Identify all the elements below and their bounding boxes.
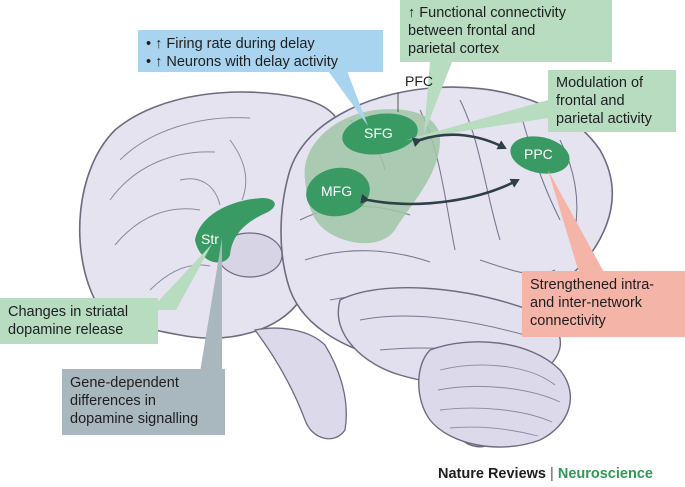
mfg-region bbox=[306, 167, 370, 217]
network-line-1: Strengthened intra- bbox=[530, 277, 655, 293]
cerebellum bbox=[418, 341, 571, 448]
functional-line-2: between frontal and bbox=[408, 23, 536, 39]
functional-line-1: ↑ Functional connectivity bbox=[408, 5, 566, 21]
mfg-label: MFG bbox=[321, 183, 353, 199]
striatal-line-1: Changes in striatal bbox=[8, 304, 129, 320]
cerebellar-folia bbox=[437, 364, 561, 437]
gene-line-3: dopamine signalling bbox=[70, 411, 199, 427]
functional-pointer bbox=[424, 62, 452, 134]
journal-separator: | bbox=[550, 466, 554, 482]
ppc-region bbox=[510, 136, 570, 174]
sfg-region bbox=[342, 113, 418, 155]
striatal-line-2: dopamine release bbox=[8, 322, 124, 338]
functional-line-3: parietal cortex bbox=[408, 41, 500, 57]
modulation-line-1: Modulation of bbox=[556, 75, 644, 91]
sfg-ppc-arrow bbox=[411, 133, 507, 150]
network-callout: Strengthened intra- and inter-network co… bbox=[522, 271, 685, 337]
modulation-line-3: parietal activity bbox=[556, 111, 652, 127]
gene-pointer bbox=[200, 238, 222, 372]
gene-callout: Gene-dependent differences in dopamine s… bbox=[62, 369, 225, 435]
firing-rate-callout: • ↑ Firing rate during delay • ↑ Neurons… bbox=[138, 30, 383, 72]
network-pointer bbox=[548, 170, 606, 276]
striatal-pointer bbox=[150, 244, 212, 310]
brainstem bbox=[253, 327, 347, 440]
pfc-label: PFC bbox=[405, 73, 433, 89]
gene-line-2: differences in bbox=[70, 393, 156, 409]
ppc-label: PPC bbox=[524, 146, 553, 162]
gene-line-1: Gene-dependent bbox=[70, 375, 179, 391]
firing-line-1: • ↑ Firing rate during delay bbox=[146, 36, 315, 52]
striatal-callout: Changes in striatal dopamine release bbox=[0, 298, 158, 344]
journal-subject: Neuroscience bbox=[557, 466, 653, 482]
sfg-label: SFG bbox=[364, 125, 393, 141]
mfg-ppc-arrow bbox=[360, 178, 520, 206]
journal-name: Nature Reviews bbox=[438, 466, 546, 482]
str-label: Str bbox=[201, 231, 219, 247]
medial-gyri bbox=[109, 117, 251, 291]
modulation-pointer bbox=[406, 100, 548, 140]
firing-line-2: • ↑ Neurons with delay activity bbox=[146, 54, 339, 70]
striatum-region bbox=[195, 198, 275, 263]
network-line-2: and inter-network bbox=[530, 295, 643, 311]
modulation-callout: Modulation of frontal and parietal activ… bbox=[548, 70, 676, 132]
journal-credit: Nature Reviews | Neuroscience bbox=[438, 466, 653, 482]
network-line-3: connectivity bbox=[530, 313, 606, 329]
firing-pointer bbox=[326, 68, 368, 126]
functional-connectivity-callout: ↑ Functional connectivity between fronta… bbox=[400, 0, 612, 62]
modulation-line-2: frontal and bbox=[556, 93, 625, 109]
